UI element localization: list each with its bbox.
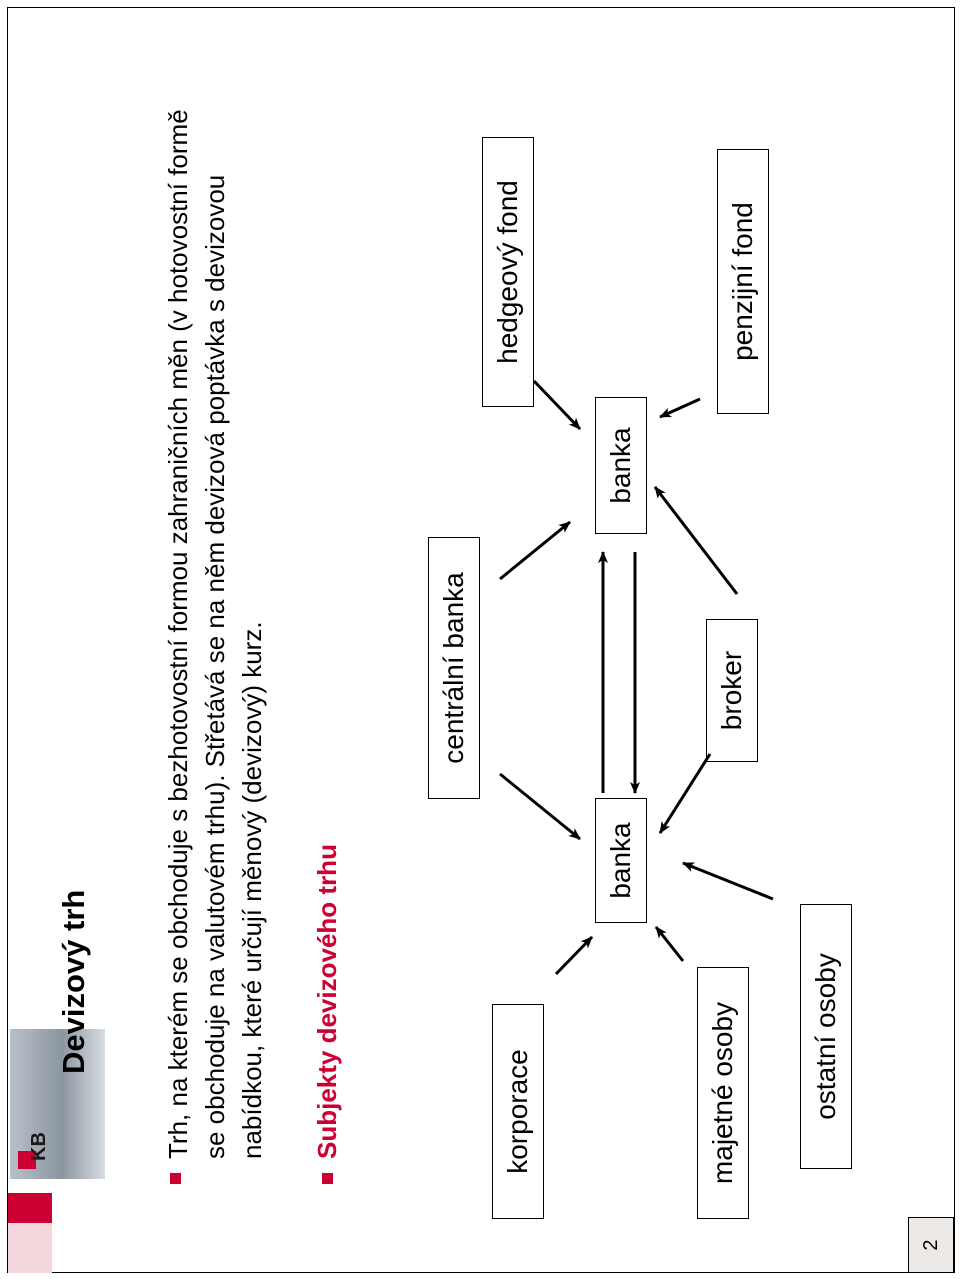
arrow-ostatni-banka	[682, 861, 774, 901]
arrow-broker-banka-right	[653, 486, 739, 595]
arrow-centralni-banka-right	[499, 520, 571, 581]
arrow-centralni-banka-left	[499, 772, 581, 841]
page-number: 2	[908, 1217, 954, 1273]
arrow-penzijni-banka-right	[659, 397, 701, 419]
arrow-broker-banka-left	[658, 753, 712, 834]
page-frame	[7, 7, 955, 1273]
arrow-hedgeovy-banka-right	[532, 379, 582, 431]
arrow-korporace-banka	[554, 935, 594, 976]
arrow-majetne-banka	[654, 926, 685, 962]
